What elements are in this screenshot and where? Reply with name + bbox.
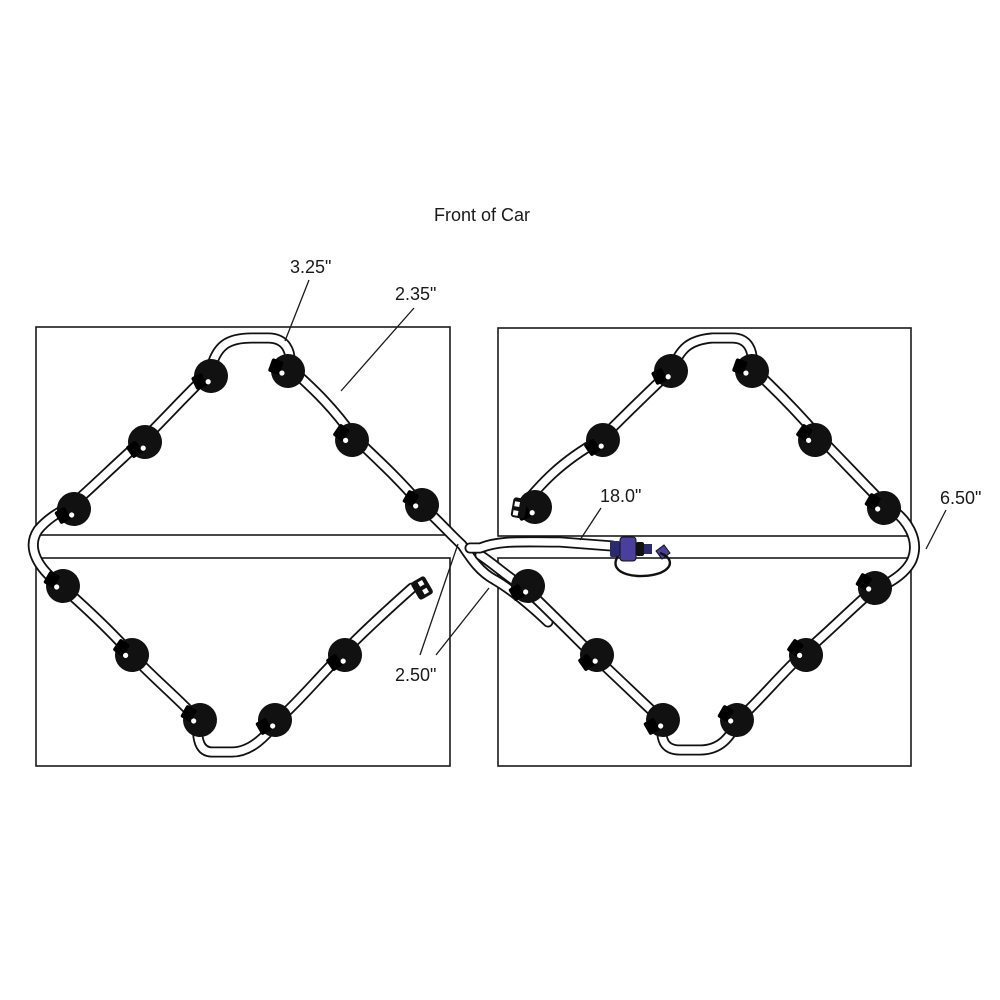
leader-top-side bbox=[340, 307, 415, 392]
led-pod-icon bbox=[180, 703, 217, 737]
leader-center-gap-a bbox=[419, 543, 459, 656]
leader-right-gap bbox=[925, 509, 947, 550]
panel-top-left bbox=[35, 326, 451, 536]
leader-center-gap-b bbox=[435, 587, 490, 656]
end-cap-icon bbox=[510, 497, 528, 519]
led-pod-icon bbox=[864, 491, 901, 525]
led-pod-icon bbox=[43, 569, 80, 603]
panel-bottom-left bbox=[35, 557, 451, 767]
leader-feed-run bbox=[579, 507, 602, 541]
led-pod-icon bbox=[402, 488, 439, 522]
led-pod-icon bbox=[255, 703, 292, 737]
led-pod-icon bbox=[268, 354, 305, 388]
dimension-leaders bbox=[284, 279, 947, 656]
tube-feed-fill bbox=[466, 538, 616, 552]
light-tube-group bbox=[27, 332, 920, 758]
led-pod-icon bbox=[326, 638, 362, 672]
led-pod-icon bbox=[126, 425, 162, 459]
led-pod-icon bbox=[717, 703, 754, 737]
led-pod-icon bbox=[732, 354, 769, 388]
led-pod-icon bbox=[54, 492, 91, 526]
panel-top-right bbox=[497, 327, 912, 537]
led-pod-icon bbox=[787, 638, 823, 672]
dim-label-feed-run: 18.0" bbox=[600, 486, 641, 506]
end-cap-icon bbox=[411, 576, 433, 600]
led-pod-icon bbox=[651, 354, 688, 388]
front-of-car-label: Front of Car bbox=[434, 205, 530, 225]
wire-loop-icon bbox=[614, 551, 671, 578]
led-pod-icon bbox=[796, 423, 832, 457]
feed-tube bbox=[464, 536, 618, 554]
dim-label-center-gap: 2.50" bbox=[395, 665, 436, 685]
leader-top-arc bbox=[284, 279, 310, 342]
led-pod-icon bbox=[113, 638, 149, 672]
dim-label-top-arc: 3.25" bbox=[290, 257, 331, 277]
led-pod-icon bbox=[508, 569, 545, 603]
dim-label-right-gap: 6.50" bbox=[940, 488, 981, 508]
led-pod-icon bbox=[855, 571, 892, 605]
led-pod-group bbox=[43, 354, 901, 737]
led-pod-icon bbox=[191, 359, 228, 393]
led-pod-icon bbox=[578, 638, 614, 672]
led-pod-icon bbox=[643, 703, 680, 737]
led-pod-icon bbox=[333, 423, 369, 457]
panel-bottom-right bbox=[497, 557, 912, 767]
led-pod-icon bbox=[584, 423, 620, 457]
dim-label-top-side: 2.35" bbox=[395, 284, 436, 304]
